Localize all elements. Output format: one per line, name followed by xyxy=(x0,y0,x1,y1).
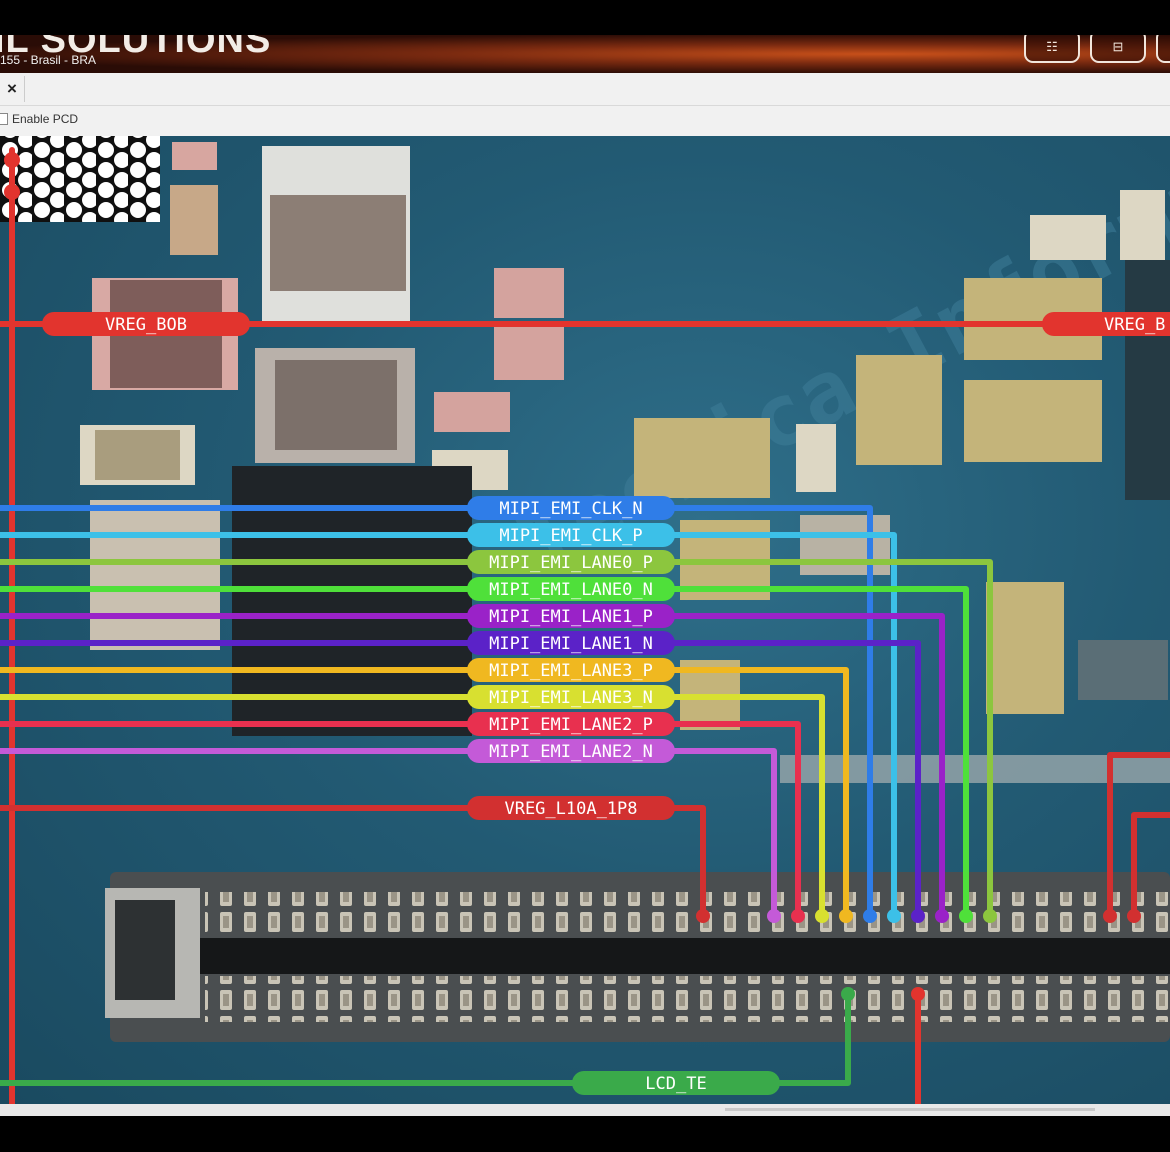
document-icon: ☷ xyxy=(1046,39,1058,54)
net-label-mipi-emi-lane2-n[interactable]: MIPI_EMI_LANE2_N xyxy=(467,739,675,763)
net-label-vreg-bob-right[interactable]: VREG_B xyxy=(1042,312,1170,336)
net-label-text: VREG_B xyxy=(1104,315,1165,335)
net-label-text: MIPI_EMI_LANE1_P xyxy=(489,607,653,627)
fpc-connector xyxy=(105,872,1170,1042)
net-label-mipi-emi-clk-p[interactable]: MIPI_EMI_CLK_P xyxy=(467,523,675,547)
header-button-save[interactable]: ⊟ xyxy=(1090,35,1146,63)
net-label-mipi-emi-lane3-n[interactable]: MIPI_EMI_LANE3_N xyxy=(467,685,675,709)
banner-title: IL SOLUTIONS xyxy=(0,35,272,61)
net-label-mipi-emi-lane0-p[interactable]: MIPI_EMI_LANE0_P xyxy=(467,550,675,574)
banner-subtitle: 155 - Brasil - BRA xyxy=(0,53,97,67)
save-icon: ⊟ xyxy=(1112,39,1124,54)
enable-pcd-checkbox[interactable] xyxy=(0,113,8,125)
status-bar xyxy=(0,1104,1170,1116)
pcb-board-view[interactable]: Tecnica Informatica xyxy=(0,136,1170,1104)
net-label-vreg-l10a-1p8[interactable]: VREG_L10A_1P8 xyxy=(467,796,675,820)
net-label-mipi-emi-clk-n[interactable]: MIPI_EMI_CLK_N xyxy=(467,496,675,520)
net-label-mipi-emi-lane2-p[interactable]: MIPI_EMI_LANE2_P xyxy=(467,712,675,736)
net-label-text: MIPI_EMI_LANE2_P xyxy=(489,715,653,735)
net-label-text: VREG_L10A_1P8 xyxy=(504,799,637,819)
enable-pcd-label: Enable PCD xyxy=(12,112,79,126)
toolbar-divider xyxy=(0,105,1170,106)
net-label-text: MIPI_EMI_LANE1_N xyxy=(489,634,653,654)
header-button-document[interactable]: ☷ xyxy=(1024,35,1080,63)
net-label-text: MIPI_EMI_CLK_N xyxy=(499,499,642,519)
net-label-text: MIPI_EMI_LANE0_N xyxy=(489,580,653,600)
header-button-more[interactable] xyxy=(1156,35,1170,63)
board-canvas: Tecnica Informatica xyxy=(0,136,1170,1104)
horizontal-scrollbar[interactable] xyxy=(725,1108,1095,1111)
toolbar: × Enable PCD xyxy=(0,73,1170,136)
net-label-mipi-emi-lane0-n[interactable]: MIPI_EMI_LANE0_N xyxy=(467,577,675,601)
net-label-text: MIPI_EMI_CLK_P xyxy=(499,526,642,546)
net-label-mipi-emi-lane1-n[interactable]: MIPI_EMI_LANE1_N xyxy=(467,631,675,655)
app-banner: IL SOLUTIONS 155 - Brasil - BRA ☷ ⊟ xyxy=(0,35,1170,73)
net-label-text: VREG_BOB xyxy=(105,315,187,335)
net-label-text: MIPI_EMI_LANE3_P xyxy=(489,661,653,681)
net-label-mipi-emi-lane3-p[interactable]: MIPI_EMI_LANE3_P xyxy=(467,658,675,682)
net-label-text: LCD_TE xyxy=(645,1074,706,1094)
net-label-vreg-bob[interactable]: VREG_BOB xyxy=(42,312,250,336)
net-label-mipi-emi-lane1-p[interactable]: MIPI_EMI_LANE1_P xyxy=(467,604,675,628)
net-label-text: MIPI_EMI_LANE2_N xyxy=(489,742,653,762)
net-label-text: MIPI_EMI_LANE3_N xyxy=(489,688,653,708)
net-label-lcd-te[interactable]: LCD_TE xyxy=(572,1071,780,1095)
net-label-text: MIPI_EMI_LANE0_P xyxy=(489,553,653,573)
close-button[interactable]: × xyxy=(0,76,25,102)
